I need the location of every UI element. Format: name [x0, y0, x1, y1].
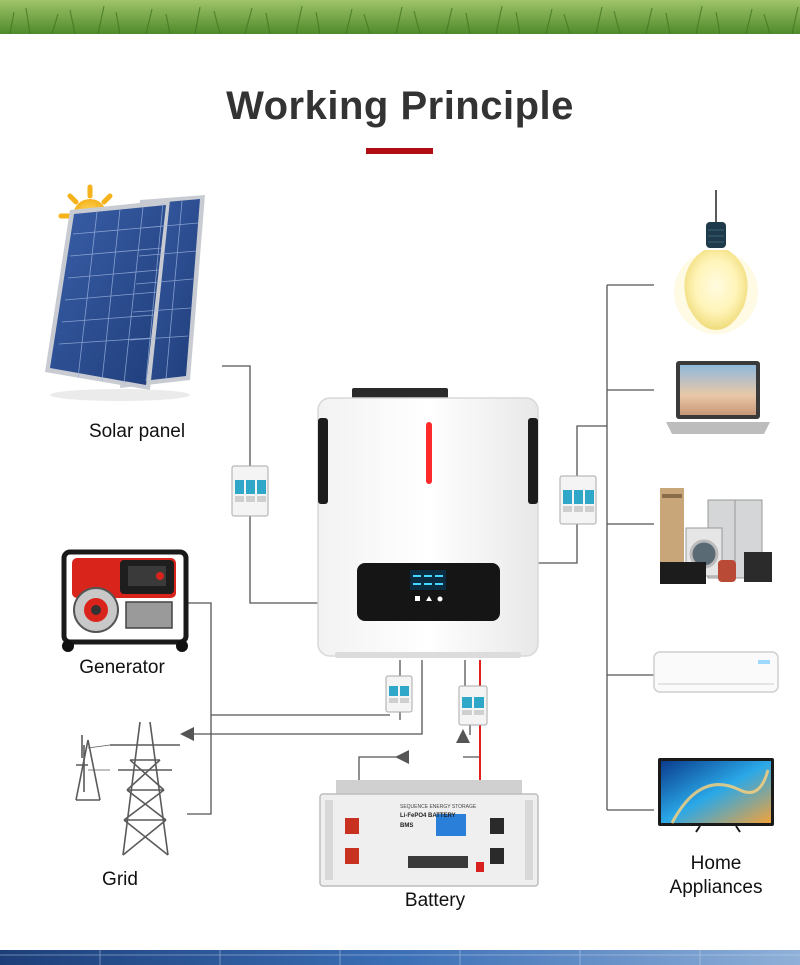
battery-icon: SEQUENCE ENERGY STORAGE Li-FePO4 BATTERY…: [319, 780, 539, 887]
home-appliances-label-line1: Home: [690, 853, 742, 874]
grid-arrow-left: [180, 727, 194, 741]
laptop-icon: [666, 361, 770, 434]
generator-icon: [61, 549, 189, 652]
breaker-icon: [385, 675, 413, 713]
television-icon: [658, 758, 774, 833]
home-appliances-icon: [660, 488, 772, 584]
inverter-icon: [317, 388, 539, 658]
battery-panel-line3: BMS: [400, 823, 413, 829]
bottom-solar-banner: [0, 950, 800, 965]
battery-arrow-left: [395, 750, 409, 764]
light-bulb-icon: [674, 190, 758, 334]
air-conditioner-icon: [653, 651, 779, 693]
home-appliances-label-line2: Appliances: [669, 877, 763, 898]
battery-arrow-up: [456, 729, 470, 743]
wiring: [186, 284, 654, 815]
battery-label: Battery: [404, 890, 466, 911]
breaker-icon: [559, 475, 597, 525]
battery-panel-line2: Li-FePO4 BATTERY: [400, 813, 456, 819]
title-underline: [366, 148, 433, 154]
solar-panel-label: Solar panel: [88, 421, 186, 442]
home-appliances-label: Home Appliances: [636, 852, 796, 900]
grid-label: Grid: [102, 869, 138, 890]
generator-label: Generator: [79, 657, 165, 678]
inverter-display: [410, 570, 446, 602]
breaker-icon: [458, 685, 488, 726]
breaker-icon: [231, 465, 269, 517]
transmission-tower-icon: [75, 721, 180, 856]
battery-panel-line1: SEQUENCE ENERGY STORAGE: [400, 804, 477, 810]
page-title: Working Principle: [226, 84, 574, 128]
grass-banner: [0, 0, 800, 34]
solar-panel-icon: [45, 195, 205, 401]
